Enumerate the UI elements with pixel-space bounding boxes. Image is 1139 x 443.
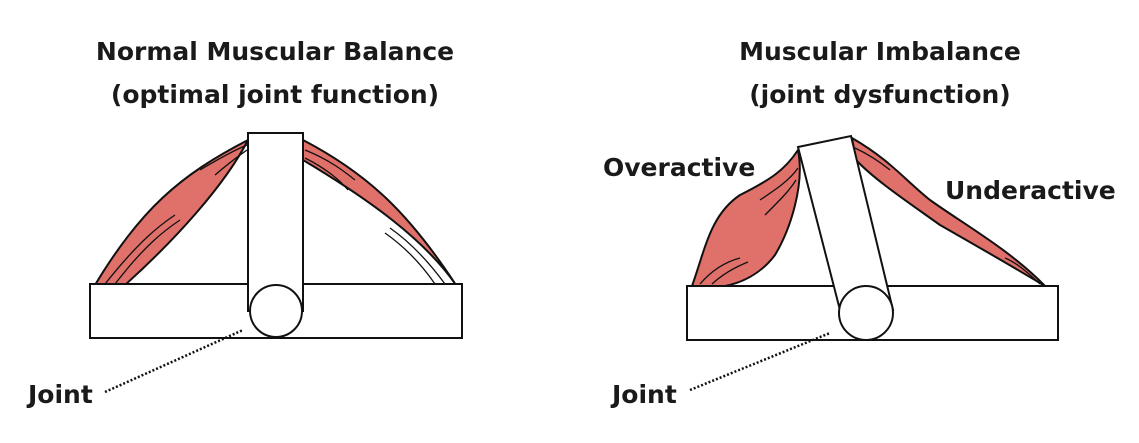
joint-pointer xyxy=(689,331,831,392)
joint-pointer xyxy=(104,328,244,394)
left-joint-label: Joint xyxy=(26,380,93,409)
left-title-line2: (optimal joint function) xyxy=(111,80,439,109)
normal-balance-diagram: Normal Muscular Balance (optimal joint f… xyxy=(26,37,463,409)
right-title-line2: (joint dysfunction) xyxy=(749,80,1010,109)
imbalance-diagram: Muscular Imbalance (joint dysfunction) O… xyxy=(603,37,1116,409)
joint-circle xyxy=(838,285,894,341)
left-muscle xyxy=(93,137,251,286)
overactive-label: Overactive xyxy=(603,153,755,182)
right-muscle xyxy=(302,138,457,286)
vertical-bone xyxy=(247,132,304,312)
right-title-line1: Muscular Imbalance xyxy=(739,37,1021,66)
underactive-label: Underactive xyxy=(945,176,1116,205)
right-joint-label: Joint xyxy=(610,380,677,409)
joint-circle xyxy=(249,284,303,338)
left-title-line1: Normal Muscular Balance xyxy=(96,37,454,66)
